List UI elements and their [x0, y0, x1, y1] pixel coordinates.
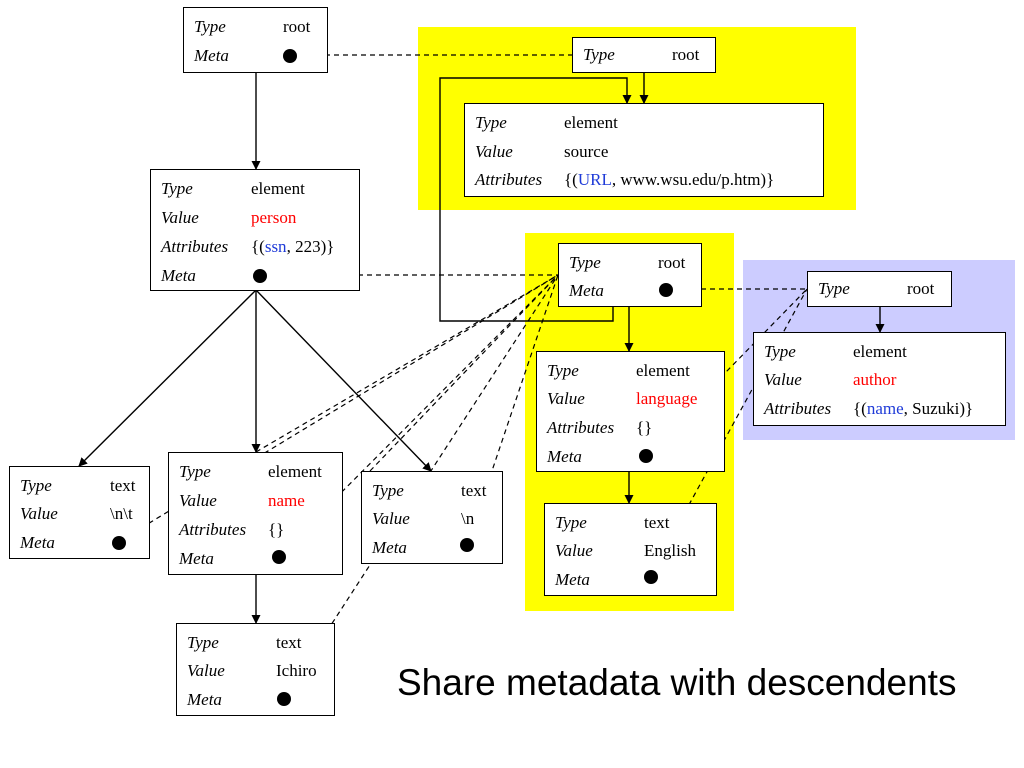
attributes-label: Attributes: [547, 418, 615, 437]
type-label: Type: [20, 476, 52, 495]
value-label: Value: [547, 389, 585, 408]
type-value: text: [644, 513, 670, 532]
attr-open: {(: [564, 170, 578, 189]
type-label: Type: [583, 45, 615, 64]
type-value: element: [636, 361, 690, 380]
value-text: \n\t: [110, 504, 133, 523]
meta-label: Meta: [555, 570, 590, 589]
node-person: Type element Value person Attributes {(s…: [150, 169, 360, 291]
node-language: Type element Value language Attributes {…: [536, 351, 725, 472]
attr-rest: , Suzuki)}: [903, 399, 974, 418]
meta-pointer-dot: [272, 550, 286, 564]
meta-pointer-dot: [659, 283, 673, 297]
attributes-value: {(name, Suzuki)}: [853, 399, 973, 419]
type-label: Type: [555, 513, 587, 532]
attr-name: name: [866, 399, 904, 418]
meta-label: Meta: [20, 533, 55, 552]
meta-label: Meta: [569, 281, 604, 300]
meta-pointer-dot: [253, 269, 267, 283]
type-label: Type: [187, 633, 219, 652]
type-label: Type: [179, 462, 211, 481]
meta-pointer-dot: [283, 49, 297, 63]
attributes-label: Attributes: [764, 399, 832, 418]
value-text: English: [644, 541, 696, 560]
meta-link-namenode-upper: [255, 274, 559, 453]
meta-pointer-dot: [460, 538, 474, 552]
attr-open: {(: [853, 399, 867, 418]
meta-pointer-dot: [639, 449, 653, 463]
meta-label: Meta: [179, 549, 214, 568]
value-text: \n: [461, 509, 475, 528]
type-label: Type: [161, 179, 193, 198]
meta-label: Meta: [194, 46, 229, 65]
meta-pointer-dot: [644, 570, 658, 584]
meta-label: Meta: [187, 690, 222, 709]
node-name: Type element Value name Attributes {} Me…: [168, 452, 343, 575]
attributes-value: {(ssn, 223)}: [251, 237, 334, 257]
node-text-english: Type text Value English Meta: [544, 503, 717, 596]
type-label: Type: [372, 481, 404, 500]
meta-label: Meta: [547, 447, 582, 466]
type-value: root: [672, 45, 700, 64]
edge-person-text2: [255, 289, 432, 472]
type-value: root: [658, 253, 686, 272]
type-label: Type: [194, 17, 226, 36]
type-value: text: [461, 481, 487, 500]
value-text: Ichiro: [276, 661, 317, 680]
node-author: Type element Value author Attributes {(n…: [753, 332, 1006, 426]
node-text-newline-tab: Type text Value \n\t Meta: [9, 466, 150, 559]
value-text: language: [636, 389, 698, 408]
type-label: Type: [547, 361, 579, 380]
type-label: Type: [764, 342, 796, 361]
attributes-value: {(URL, www.wsu.edu/p.htm)}: [564, 170, 774, 190]
value-text: source: [564, 142, 609, 161]
attr-rest: , www.wsu.edu/p.htm)}: [611, 170, 775, 189]
value-label: Value: [555, 541, 593, 560]
value-text: author: [853, 370, 897, 389]
type-value: root: [907, 279, 935, 298]
type-label: Type: [569, 253, 601, 272]
type-label: Type: [475, 113, 507, 132]
value-label: Value: [372, 509, 410, 528]
value-label: Value: [179, 491, 217, 510]
type-value: root: [283, 17, 311, 36]
type-value: element: [251, 179, 305, 198]
node-text-ichiro: Type text Value Ichiro Meta: [176, 623, 335, 716]
attributes-label: Attributes: [475, 170, 543, 189]
node-root: Type root Meta: [183, 7, 328, 73]
type-value: text: [276, 633, 302, 652]
value-label: Value: [20, 504, 58, 523]
meta-pointer-dot: [112, 536, 126, 550]
meta-pointer-dot: [277, 692, 291, 706]
edge-person-text1: [78, 289, 257, 467]
attributes-label: Attributes: [179, 520, 247, 539]
attributes-value: {}: [636, 418, 653, 437]
value-text: person: [251, 208, 297, 227]
slide-caption: Share metadata with descendents: [397, 662, 957, 703]
attributes-label: Attributes: [161, 237, 229, 256]
value-text: name: [268, 491, 305, 510]
value-label: Value: [187, 661, 225, 680]
value-label: Value: [764, 370, 802, 389]
type-value: element: [564, 113, 618, 132]
attr-rest: , 223)}: [286, 237, 335, 256]
node-meta-a-root: Type root: [572, 37, 716, 73]
meta-label: Meta: [372, 538, 407, 557]
attributes-value: {}: [268, 520, 285, 539]
attr-name: URL: [577, 170, 612, 189]
node-text-newline: Type text Value \n Meta: [361, 471, 503, 564]
attr-open: {(: [251, 237, 265, 256]
value-label: Value: [475, 142, 513, 161]
node-meta-c-root: Type root: [807, 271, 952, 307]
value-label: Value: [161, 208, 199, 227]
node-meta-b-root: Type root Meta: [558, 243, 702, 307]
node-source: Type element Value source Attributes {(U…: [464, 103, 824, 197]
type-value: element: [853, 342, 907, 361]
type-label: Type: [818, 279, 850, 298]
attr-name: ssn: [264, 237, 287, 256]
type-value: text: [110, 476, 136, 495]
meta-label: Meta: [161, 266, 196, 285]
type-value: element: [268, 462, 322, 481]
